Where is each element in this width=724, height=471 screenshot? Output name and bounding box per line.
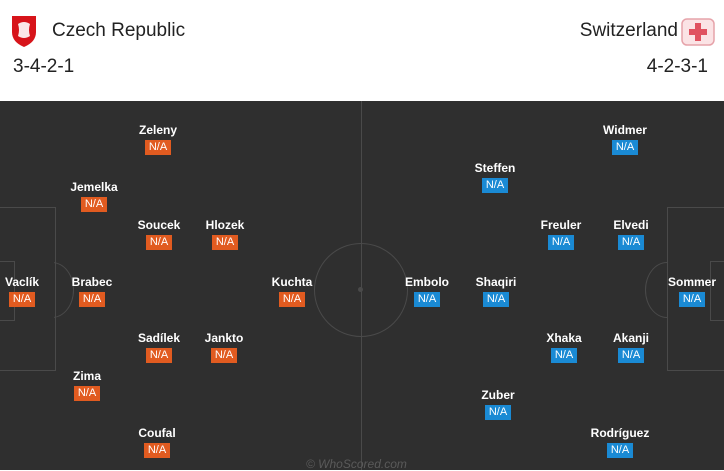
right-goal-box [710,261,724,321]
pitch [0,101,724,470]
czech-crest-icon [12,16,36,47]
player-rating: N/A [79,292,105,307]
player-rating: N/A [146,348,172,363]
player-rating: N/A [9,292,35,307]
player-name: Sadílek [137,331,181,345]
player-name: Brabec [71,275,113,289]
player-name: Soucek [137,218,181,232]
watermark: © WhoScored.com [306,457,407,471]
away-team-name[interactable]: Switzerland [579,20,678,41]
player-rating: N/A [74,386,100,401]
player-name: Freuler [540,218,582,232]
player-name: Sommer [667,275,717,289]
player-name: Xhaka [546,331,582,345]
player-name: Elvedi [613,218,649,232]
player-name: Rodríguez [590,426,650,440]
player-name: Widmer [603,123,647,137]
player-rating: N/A [618,348,644,363]
player-rating: N/A [612,140,638,155]
player-name: Hlozek [205,218,245,232]
player-rating: N/A [548,235,574,250]
player-name: Jankto [204,331,244,345]
player-rating: N/A [81,197,107,212]
home-team-name[interactable]: Czech Republic [52,20,186,41]
player-name: Embolo [405,275,449,289]
player-rating: N/A [279,292,305,307]
player-name: Kuchta [271,275,313,289]
player-rating: N/A [144,443,170,458]
player-name: Zima [72,369,101,383]
switzerland-crest-icon [681,18,715,46]
player-rating: N/A [482,178,508,193]
player-name: Shaqiri [475,275,517,289]
left-goal-box [0,261,15,321]
player-name: Coufal [138,426,176,440]
player-name: Jemelka [70,180,118,194]
player-rating: N/A [483,292,509,307]
player-rating: N/A [679,292,705,307]
player-rating: N/A [211,348,237,363]
center-spot [358,287,363,292]
player-name: Zeleny [138,123,177,137]
player-name: Akanji [612,331,649,345]
player-rating: N/A [414,292,440,307]
player-name: Zuber [481,388,515,402]
home-formation: 3-4-2-1 [13,56,75,77]
player-rating: N/A [212,235,238,250]
player-name: Vaclík [4,275,40,289]
player-rating: N/A [551,348,577,363]
right-penalty-box [667,207,724,371]
player-name: Steffen [474,161,516,175]
player-rating: N/A [607,443,633,458]
player-rating: N/A [485,405,511,420]
player-rating: N/A [146,235,172,250]
center-circle [314,243,408,337]
player-rating: N/A [618,235,644,250]
player-rating: N/A [145,140,171,155]
match-header: Czech Republic 3-4-2-1 Switzerland 4-2-3… [0,0,724,96]
away-formation: 4-2-3-1 [646,56,708,77]
